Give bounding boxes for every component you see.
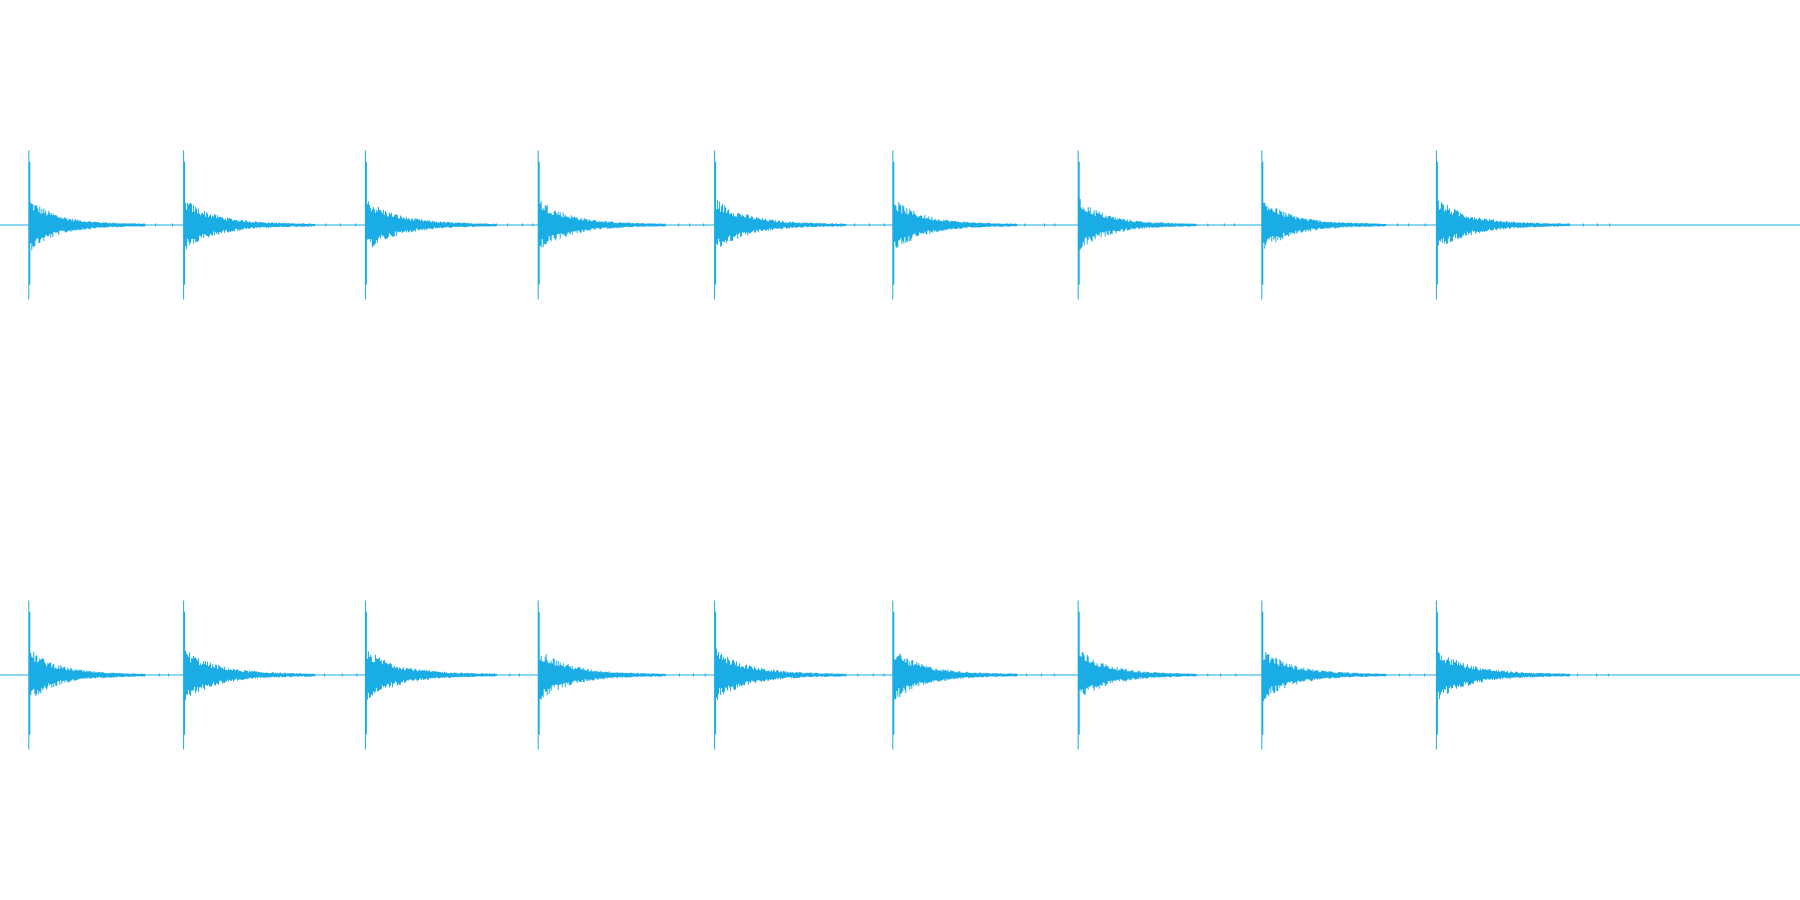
- waveform-transient: [1261, 600, 1425, 750]
- waveform-transient: [1261, 150, 1426, 300]
- waveform-transient: [1435, 150, 1611, 300]
- waveform-transient: [892, 600, 1055, 750]
- waveform-transient: [714, 600, 885, 750]
- waveform-transient: [364, 150, 534, 300]
- waveform-transient: [537, 600, 706, 750]
- waveform-transient: [1077, 150, 1235, 300]
- waveform-transient: [28, 150, 186, 300]
- waveform-transient: [892, 150, 1056, 300]
- waveform-transient: [1077, 600, 1237, 750]
- waveform-transient: [28, 600, 188, 750]
- waveform-transient: [183, 150, 357, 300]
- waveform-transient: [364, 600, 539, 750]
- channel-1-waveform: [0, 600, 1800, 750]
- waveform-transient: [537, 150, 705, 300]
- waveform-transient: [714, 150, 885, 300]
- waveform-transient: [1435, 600, 1609, 750]
- waveform-transient: [183, 600, 358, 750]
- channel-0-waveform: [0, 150, 1800, 300]
